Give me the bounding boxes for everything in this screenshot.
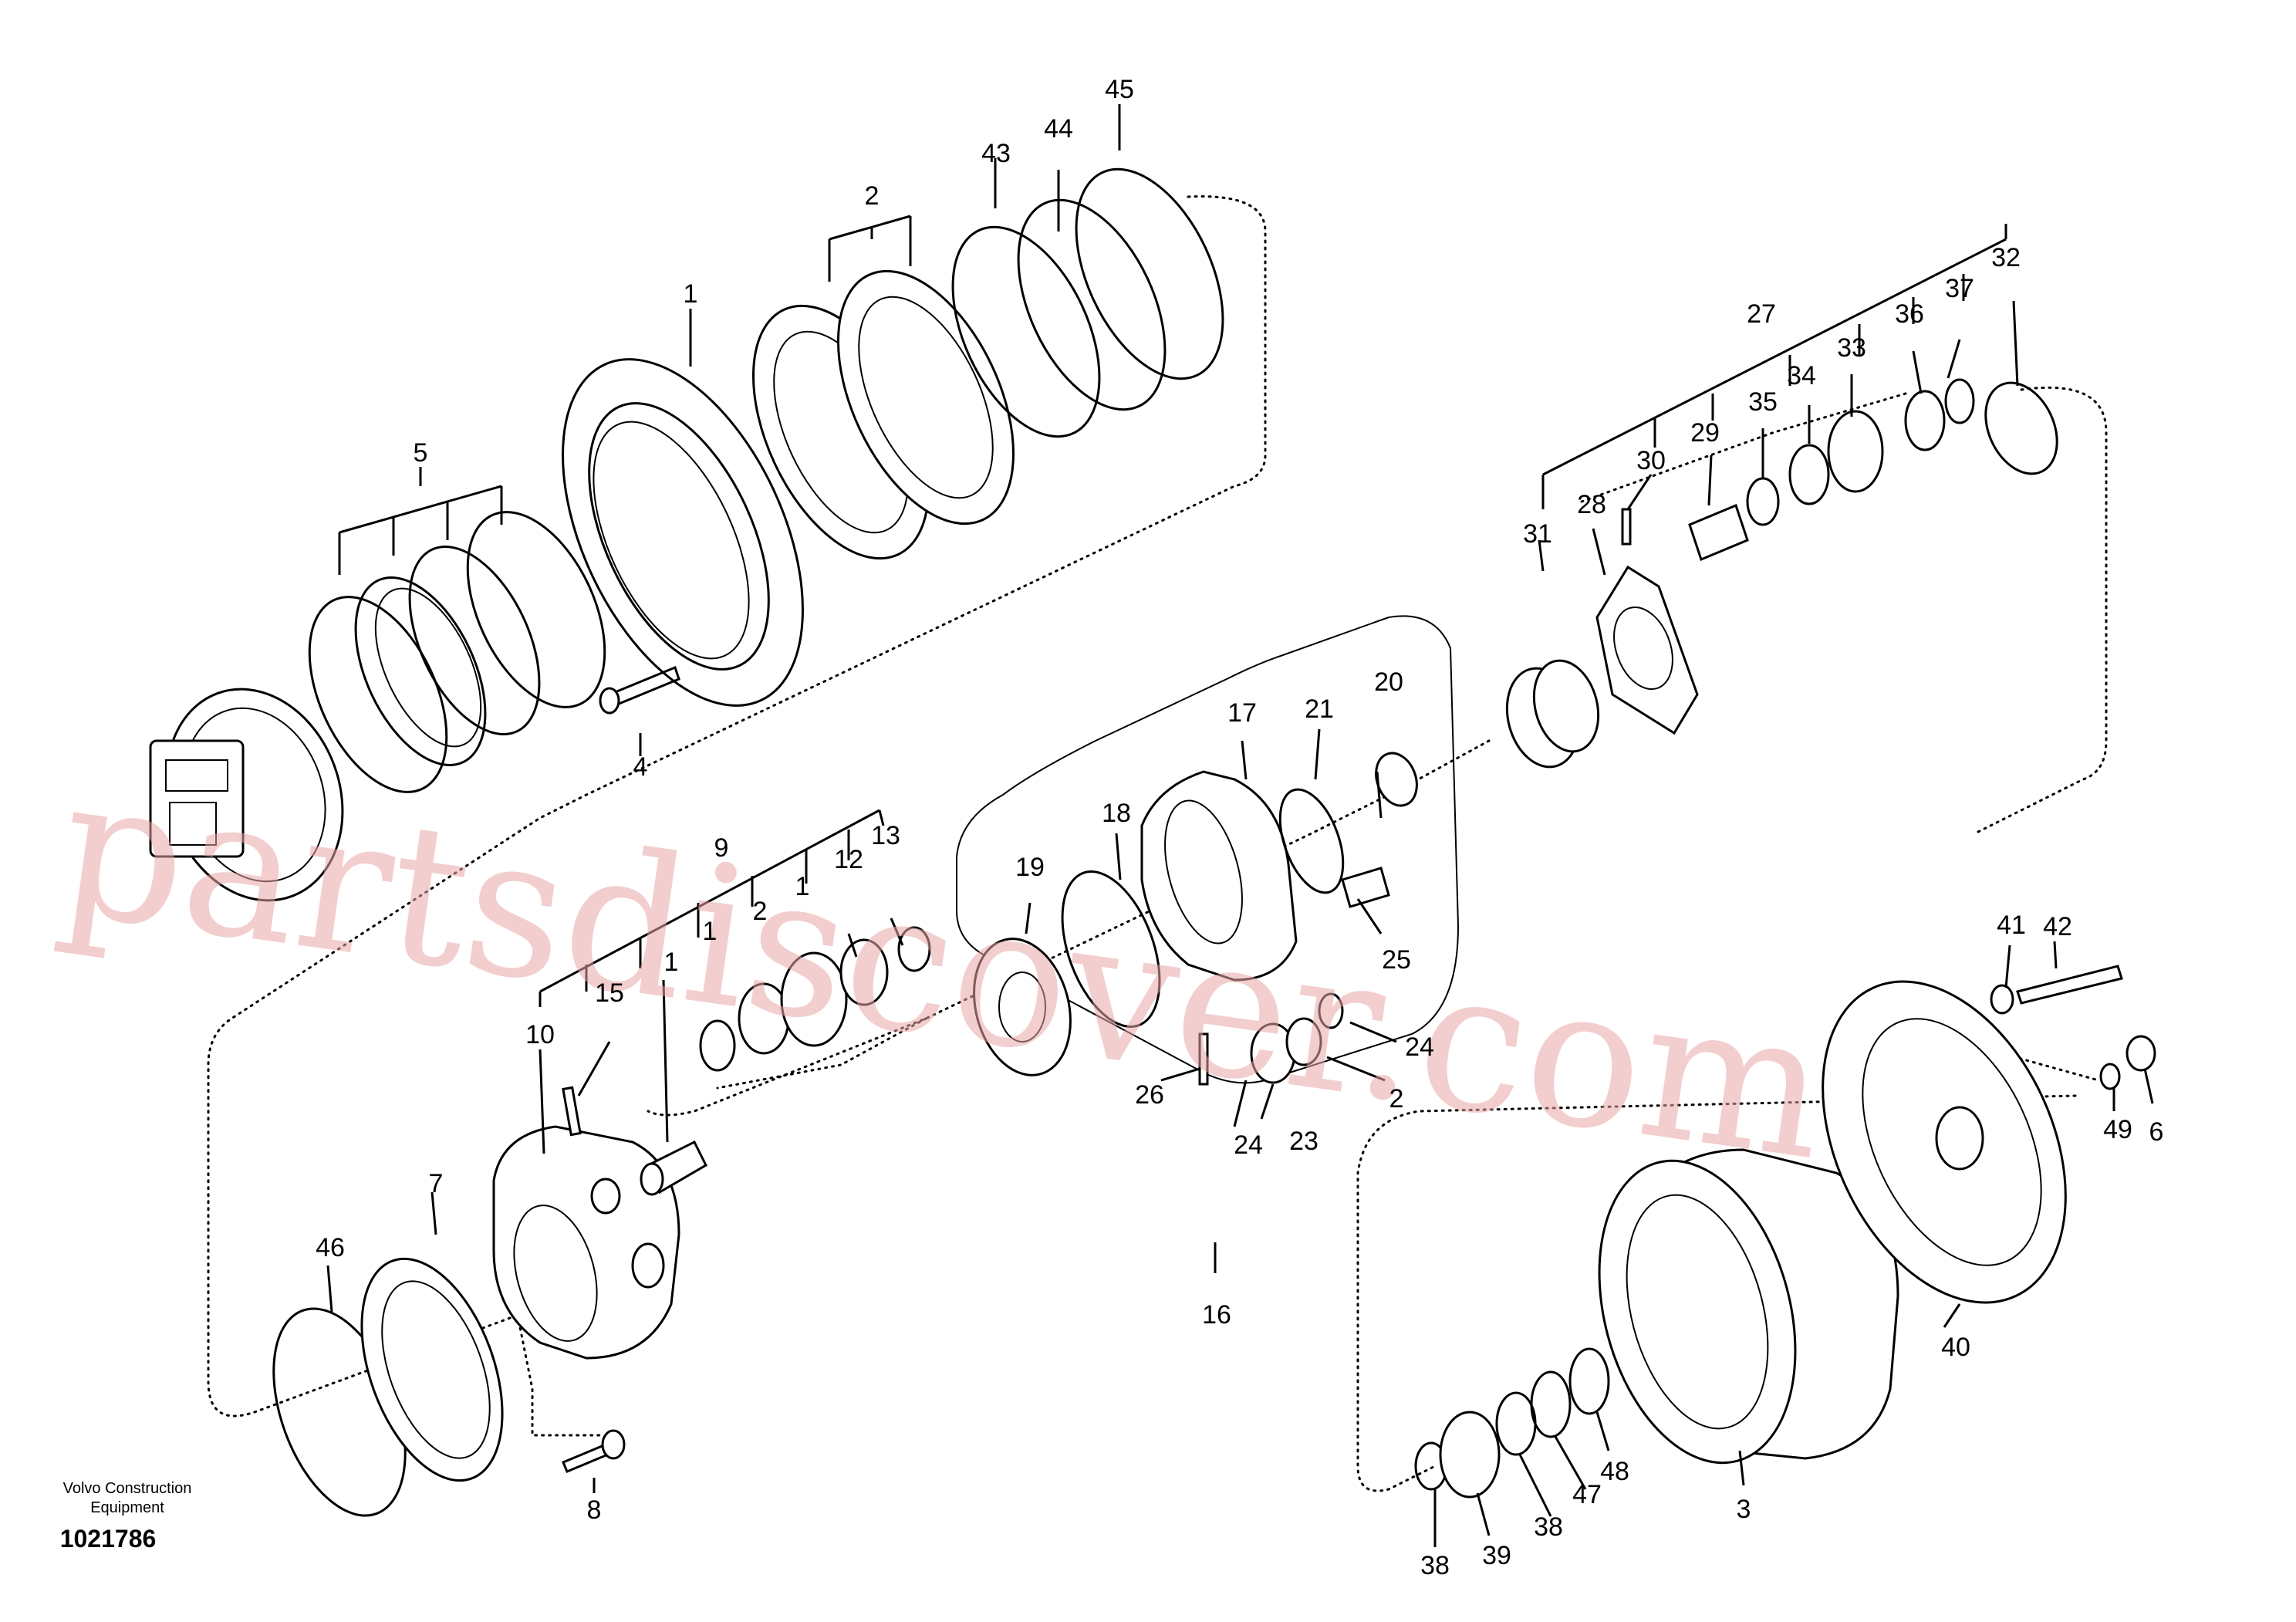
gear-set-11-12-13 [699,926,931,1072]
manufacturer-line-1: Volvo Construction [63,1480,192,1497]
callout-7: 7 [429,1169,444,1198]
callout-18: 18 [1102,799,1131,828]
callout-8: 8 [587,1495,602,1525]
sun-gear-31-and-flange-28 [1505,565,1699,769]
leader-lines [326,104,2154,1547]
callout-14: 1 [664,948,679,977]
callout-29: 29 [1690,418,1720,448]
callout-10: 10 [525,1020,555,1049]
watermark-text: partsdiscover.com [48,733,1840,1203]
drawing-number: 1021786 [60,1525,157,1553]
bolt-4 [599,666,680,715]
callout-43: 43 [981,139,1011,168]
callout-42: 42 [2043,912,2072,941]
callout-12: 12 [834,845,863,874]
callout-41: 41 [1997,911,2026,940]
callout-13: 13 [871,821,900,850]
callout-37: 37 [1945,274,1974,303]
callout-16: 16 [1202,1300,1231,1330]
callout-23: 23 [1289,1127,1319,1156]
callout-28: 28 [1577,490,1606,519]
callout-32: 32 [1991,243,2021,272]
callout-3: 3 [1737,1495,1751,1524]
callout-27: 27 [1747,299,1776,329]
gear-38-39-rings-47-48 [1414,1347,1610,1499]
callout-2: 2 [865,181,880,211]
callout-35: 35 [1748,387,1778,417]
bearing-2 [751,269,1015,560]
callout-11-left: 1 [703,917,718,946]
callout-30: 30 [1636,446,1666,475]
hub-flange-1 [562,358,804,707]
callout-9: 9 [714,833,729,863]
drawing-footer: Volvo Construction Equipment 1021786 [60,1480,192,1553]
callout-11: 1 [795,872,810,901]
callout-40: 40 [1941,1333,1970,1362]
parts-41-42-49-6 [1990,965,2156,1090]
callout-47: 47 [1572,1480,1602,1509]
motor-housing [149,688,344,902]
callout-45: 45 [1105,75,1134,104]
callout-26: 26 [1135,1080,1164,1110]
callout-19: 19 [1015,853,1045,882]
callout-12-left: 2 [753,897,768,926]
callout-33: 33 [1837,333,1866,363]
callout-15: 15 [595,978,624,1008]
callout-34: 34 [1787,361,1816,390]
callout-31: 31 [1523,519,1552,549]
callout-4: 4 [633,752,648,782]
callout-6: 6 [2149,1117,2164,1147]
callout-22: 2 [1389,1084,1404,1113]
bolt-8 [562,1429,626,1473]
callout-24-bottom: 24 [1234,1130,1263,1160]
rings-43-44-45 [951,167,1224,438]
callout-20: 20 [1374,667,1403,697]
planetary-assembly-16 [956,615,1460,1086]
callout-1: 1 [684,279,698,309]
callout-49: 49 [2103,1115,2132,1144]
callout-38-right: 38 [1534,1512,1563,1542]
callout-24-right: 24 [1405,1032,1434,1062]
callout-36: 36 [1895,299,1924,329]
callout-46: 46 [316,1233,345,1262]
planetary-carrier-10 [492,1125,680,1360]
callout-21: 21 [1305,694,1334,724]
pin-14-15 [562,1086,707,1196]
callout-17: 17 [1227,698,1257,728]
seal-group-5 [308,511,606,793]
callout-labels: 45 44 43 2 1 5 4 32 37 36 27 33 34 35 29… [316,75,2163,1580]
callout-48: 48 [1600,1457,1629,1486]
ring-46-and-seal-7 [272,1257,504,1517]
callout-38-left: 38 [1420,1551,1450,1580]
manufacturer-line-2: Equipment [90,1499,164,1516]
callout-44: 44 [1044,114,1073,144]
callout-5: 5 [414,438,428,468]
callout-39: 39 [1482,1541,1511,1570]
drum-3-and-cover-40 [1598,980,2067,1465]
callout-25: 25 [1382,945,1411,975]
shaft-parts-29-30-33-34-35-36-37 [1621,378,2058,562]
